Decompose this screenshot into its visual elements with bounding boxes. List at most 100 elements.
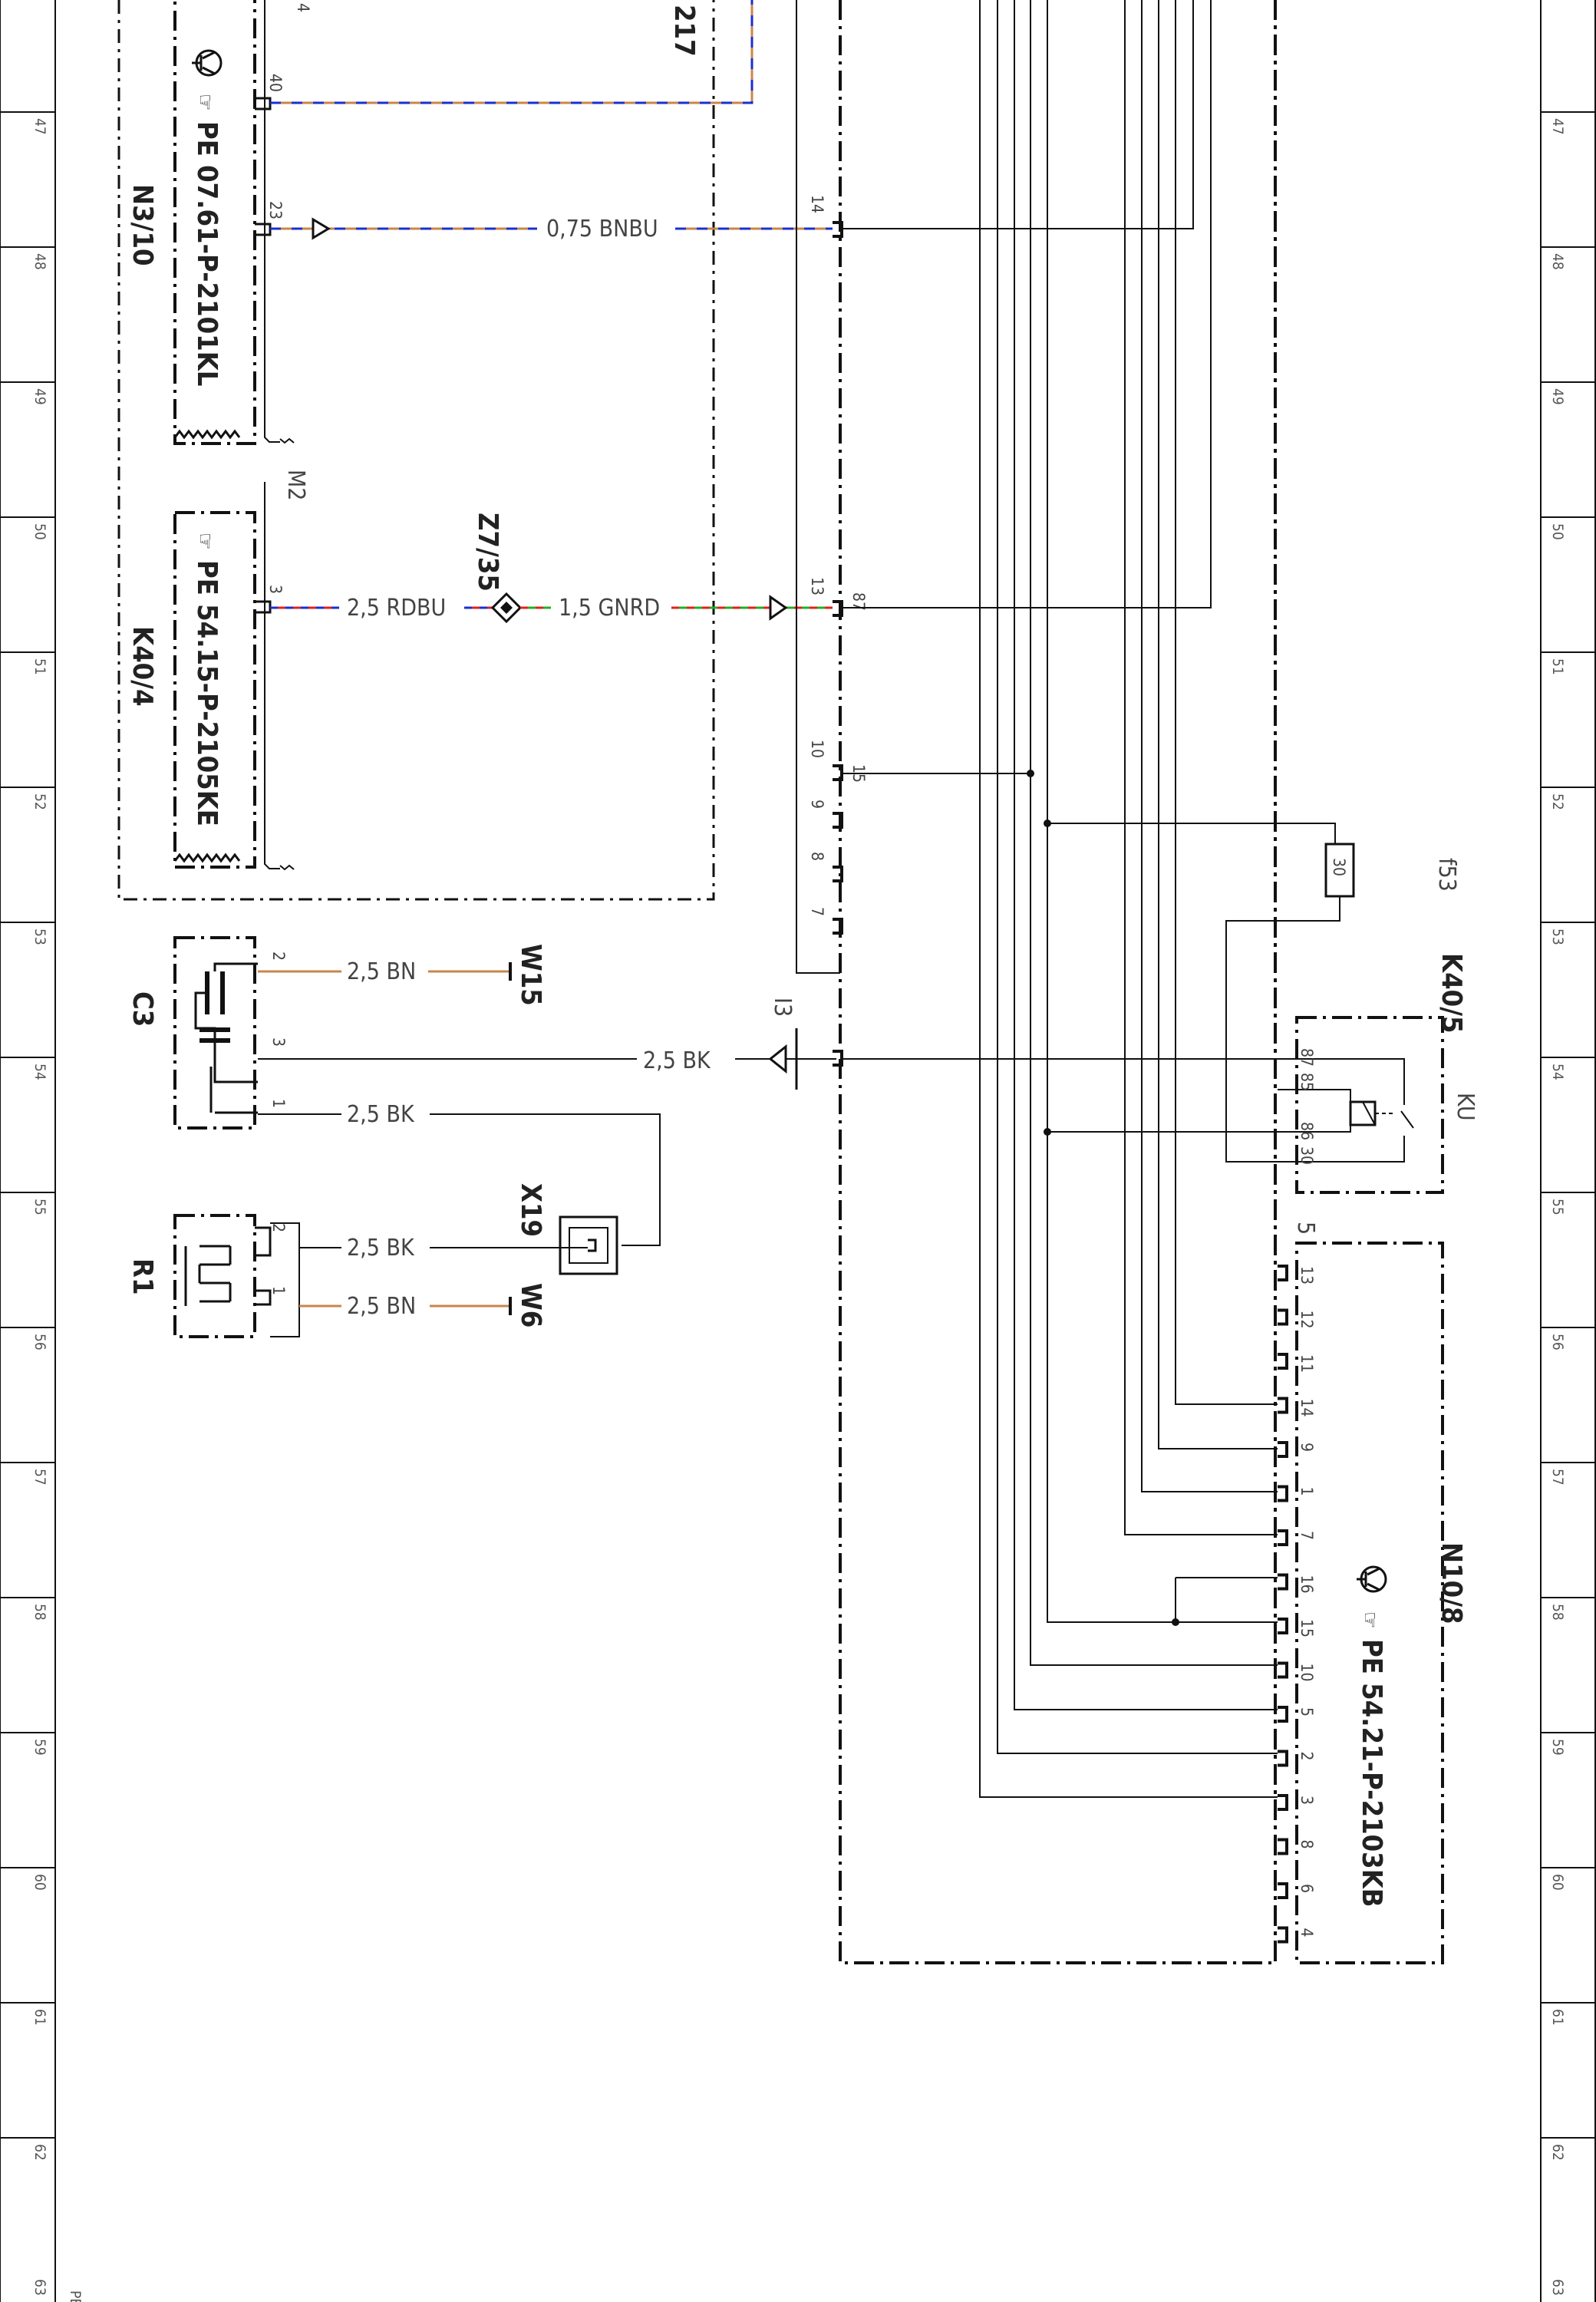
r1-pin-2: 2 — [269, 1223, 288, 1232]
k40-5-pin-85: 85 — [1298, 1073, 1316, 1091]
wire-c3-3-label: 2,5 BK — [643, 1047, 711, 1074]
ruler-number: 50 — [31, 523, 48, 540]
module-n3-10-ref: N3/10 — [127, 184, 158, 266]
c3-pin-3: 3 — [269, 1037, 288, 1047]
k40-5-pin-87: 87 — [1298, 1048, 1316, 1067]
module-n3-10-doc: PE 07.61-P-2101KL — [191, 121, 223, 386]
wire-r1-1-label: 2,5 BN — [347, 1293, 416, 1320]
transistor-icon — [1357, 1565, 1387, 1593]
ruler-number: 60 — [1549, 1874, 1566, 1891]
n10-8-pin-label: 2 — [1298, 1752, 1316, 1761]
ruler-number: 49 — [31, 388, 48, 405]
module-n10-8: ☞ PE 54.21-P-2103KB N10/8 5 — [1292, 1222, 1467, 1964]
module-n10-8-doc: PE 54.21-P-2103KB — [1356, 1639, 1387, 1908]
ruler-number: 47 — [31, 118, 48, 135]
n10-8-pin-mark — [1278, 1529, 1288, 1546]
heater-element-icon — [184, 1245, 232, 1306]
n10-8-pin-label: 8 — [1298, 1840, 1316, 1849]
ruler-number: 63 — [1549, 2279, 1566, 2296]
ruler-number: 58 — [1549, 1604, 1566, 1621]
n10-8-pin-mark — [1278, 1573, 1288, 1591]
module-group-boundary — [117, 0, 715, 901]
n10-8-pin-label: 6 — [1298, 1884, 1316, 1893]
module-k40-4: ☞ PE 54.15-P-2105KE K40/4 M2 3 — [127, 470, 309, 871]
n10-8-pin-label: 15 — [1298, 1619, 1316, 1637]
wire-gnrd-label: 1,5 GNRD — [559, 595, 660, 622]
n10-8-pin-label: 9 — [1298, 1443, 1316, 1452]
n10-8-pin-label: 7 — [1298, 1531, 1316, 1540]
n3-10-pin-23: 23 — [266, 201, 285, 219]
ruler-number: 48 — [31, 253, 48, 270]
main-pin-9: 9 — [808, 800, 826, 809]
k40-5-pin-30: 30 — [1298, 1146, 1316, 1165]
main-pin-13: 13 — [808, 577, 826, 595]
n10-8-pin-mark — [1278, 1265, 1288, 1281]
ruler-number: 61 — [1549, 2009, 1566, 2026]
module-k40-4-doc: PE 54.15-P-2105KE — [191, 560, 223, 826]
k40-5-pin-86: 86 — [1298, 1122, 1316, 1140]
n10-8-pin-mark — [1278, 1353, 1288, 1370]
ruler-number: 50 — [1549, 523, 1566, 540]
ruler-number: 48 — [1549, 253, 1566, 270]
transistor-icon — [192, 49, 223, 77]
n10-8-pin-label: 10 — [1298, 1664, 1316, 1682]
n10-8-pin-label: 12 — [1298, 1311, 1316, 1329]
connector-arrow-icon — [768, 1044, 787, 1074]
ruler-number: 54 — [1549, 1064, 1566, 1080]
ruler-number: 58 — [31, 1604, 48, 1621]
n10-8-pin-mark — [1278, 1750, 1288, 1767]
ruler-number: 55 — [31, 1199, 48, 1215]
ruler-number: 60 — [31, 1874, 48, 1891]
ruler-number: 54 — [31, 1064, 48, 1080]
n10-8-pin-label: 11 — [1298, 1354, 1316, 1373]
resistor-r1: R1 2 1 — [127, 1214, 300, 1338]
ruler-number: 52 — [1549, 793, 1566, 810]
n10-8-pin-mark — [1278, 1308, 1288, 1326]
footer-mark: PE — [67, 2290, 84, 2302]
wire-r1-2-label: 2,5 BK — [347, 1235, 415, 1261]
ruler-number: 62 — [31, 2144, 48, 2161]
ruler-number: 62 — [1549, 2144, 1566, 2161]
ruler-number: 57 — [31, 1469, 48, 1486]
splice-z7-35-ref: Z7/35 — [472, 513, 503, 592]
fuse-f53-rating: 30 — [1330, 858, 1348, 876]
n10-8-pin-mark — [1278, 1485, 1288, 1502]
capacitor-c3-ref: C3 — [127, 991, 158, 1027]
ruler-number: 51 — [31, 658, 48, 675]
fuse-f53: 30 f53 — [1225, 823, 1460, 1163]
connector-w6: W6 — [515, 1283, 546, 1327]
internal-wiring — [842, 0, 1336, 1798]
relay-k40-5-sub: KU — [1452, 1093, 1479, 1121]
n3-10-pin-40: 40 — [266, 74, 285, 92]
module-n10-8-connector: 5 — [1292, 1222, 1319, 1235]
hand-pointer-icon: ☞ — [1357, 1611, 1383, 1629]
ruler-number: 56 — [1549, 1334, 1566, 1351]
wire-c3-1-label: 2,5 BK — [347, 1101, 415, 1128]
k40-4-pin-3: 3 — [266, 585, 285, 594]
relay-k40-5: K40/5 KU 87 85 86 30 — [1278, 953, 1479, 1194]
n10-8-pin-mark — [1278, 1926, 1288, 1944]
n10-8-pin-label: 13 — [1298, 1266, 1316, 1285]
ruler-number: 52 — [31, 793, 48, 810]
ruler-number: 59 — [31, 1739, 48, 1756]
ruler-number: 61 — [31, 2009, 48, 2026]
connector-x19-ref: X19 — [515, 1183, 546, 1237]
main-connector-bus — [796, 0, 840, 974]
c3-pin-1: 1 — [269, 1099, 288, 1108]
main-connector-i3: I3 — [769, 998, 796, 1017]
n10-8-pin-label: 16 — [1298, 1575, 1316, 1594]
ruler-number: 51 — [1549, 658, 1566, 675]
hand-pointer-icon: ☞ — [193, 94, 218, 111]
wire-rdbu-label: 2,5 RDBU — [347, 595, 446, 622]
n10-8-pin-label: 3 — [1298, 1796, 1316, 1805]
module-n3-10: ☞ PE 07.61-P-2101KL N3/10 4 217 40 23 — [127, 0, 700, 445]
module-n10-8-ref: N10/8 — [1436, 1542, 1467, 1624]
ruler-ticks — [0, 111, 1595, 2139]
ruler-number: 56 — [31, 1334, 48, 1351]
n10-8-pin-label: 1 — [1298, 1487, 1316, 1496]
n10-8-pin-mark — [1278, 1706, 1288, 1723]
ruler-number: 49 — [1549, 388, 1566, 405]
ruler-number: 59 — [1549, 1739, 1566, 1756]
main-pin-8: 8 — [808, 852, 826, 861]
